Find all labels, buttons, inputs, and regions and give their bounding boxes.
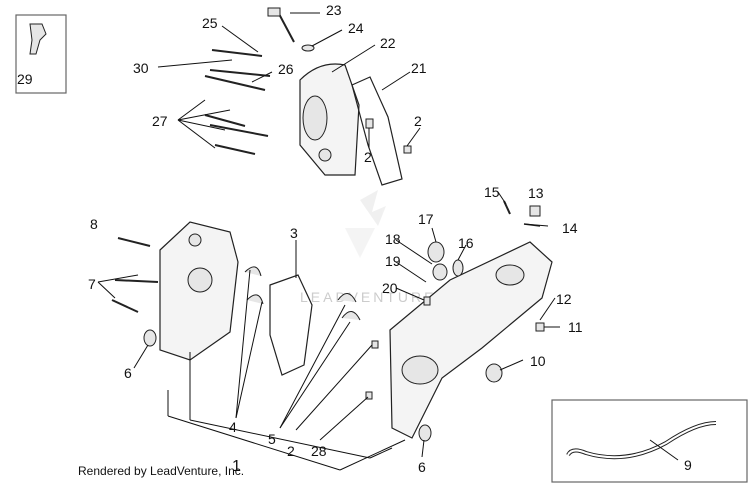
dowel-upper-a <box>365 118 374 129</box>
part-9-box <box>551 399 748 483</box>
label-15: 15 <box>484 184 500 200</box>
leader-lines <box>97 12 679 471</box>
label-28: 28 <box>311 443 327 459</box>
label-16: 16 <box>458 235 474 251</box>
label-21: 21 <box>411 60 427 76</box>
label-29: 29 <box>17 71 33 87</box>
part-16-seal <box>452 259 464 277</box>
part-24-oring <box>301 44 315 52</box>
label-7: 7 <box>88 276 96 292</box>
label-19: 19 <box>385 253 401 269</box>
bolts-upper <box>204 49 271 155</box>
label-2-upper-right: 2 <box>414 113 422 129</box>
part-5-bearing-a <box>337 293 357 303</box>
bolts-left <box>111 237 159 313</box>
label-1: 1 <box>232 458 241 475</box>
part-17-bearing <box>427 241 445 263</box>
label-3: 3 <box>290 225 298 241</box>
label-22: 22 <box>380 35 396 51</box>
callout-labels: 25 23 24 22 21 30 26 27 2 2 15 13 14 17 … <box>17 2 692 475</box>
label-30: 30 <box>133 60 149 76</box>
label-18: 18 <box>385 231 401 247</box>
part-5-bearing-b <box>341 311 361 321</box>
part-21-gasket <box>351 76 403 186</box>
label-23: 23 <box>326 2 342 18</box>
label-14: 14 <box>562 220 578 236</box>
part-18-bearing <box>432 263 448 281</box>
right-crankcase <box>389 241 553 439</box>
label-9: 9 <box>684 457 692 473</box>
label-13: 13 <box>528 185 544 201</box>
label-6-left: 6 <box>124 365 132 381</box>
watermark-text: LEADVENTURE <box>300 289 436 305</box>
part-3-gasket <box>269 274 313 376</box>
part-29-clip <box>29 23 47 55</box>
part-13-sensor <box>529 205 541 217</box>
part-6-seal-right <box>418 424 432 442</box>
part-4-bearing-b <box>246 294 264 305</box>
footer-credit: Rendered by LeadVenture, Inc. <box>78 464 245 478</box>
label-20: 20 <box>382 280 398 296</box>
label-24: 24 <box>348 20 364 36</box>
label-2-lower: 2 <box>287 443 295 459</box>
label-6-right: 6 <box>418 459 426 475</box>
label-10: 10 <box>530 353 546 369</box>
part-29-box <box>15 14 67 94</box>
watermark-logo <box>345 190 386 258</box>
part-20-dowel <box>423 296 431 306</box>
part-4-bearing-a <box>244 266 262 277</box>
label-26: 26 <box>278 61 294 77</box>
label-5: 5 <box>268 431 276 447</box>
part-10-seal <box>485 363 503 383</box>
label-11: 11 <box>568 319 583 335</box>
label-27: 27 <box>152 113 168 129</box>
part-22-cover <box>299 63 360 176</box>
label-12: 12 <box>556 291 572 307</box>
label-4: 4 <box>229 419 237 435</box>
label-17: 17 <box>418 211 434 227</box>
label-2-upper-mid: 2 <box>364 149 372 165</box>
dowel-upper-b <box>403 145 412 154</box>
part-11 <box>535 322 545 332</box>
label-8: 8 <box>90 216 98 232</box>
label-25: 25 <box>202 15 218 31</box>
part-6-seal-left <box>143 329 157 347</box>
